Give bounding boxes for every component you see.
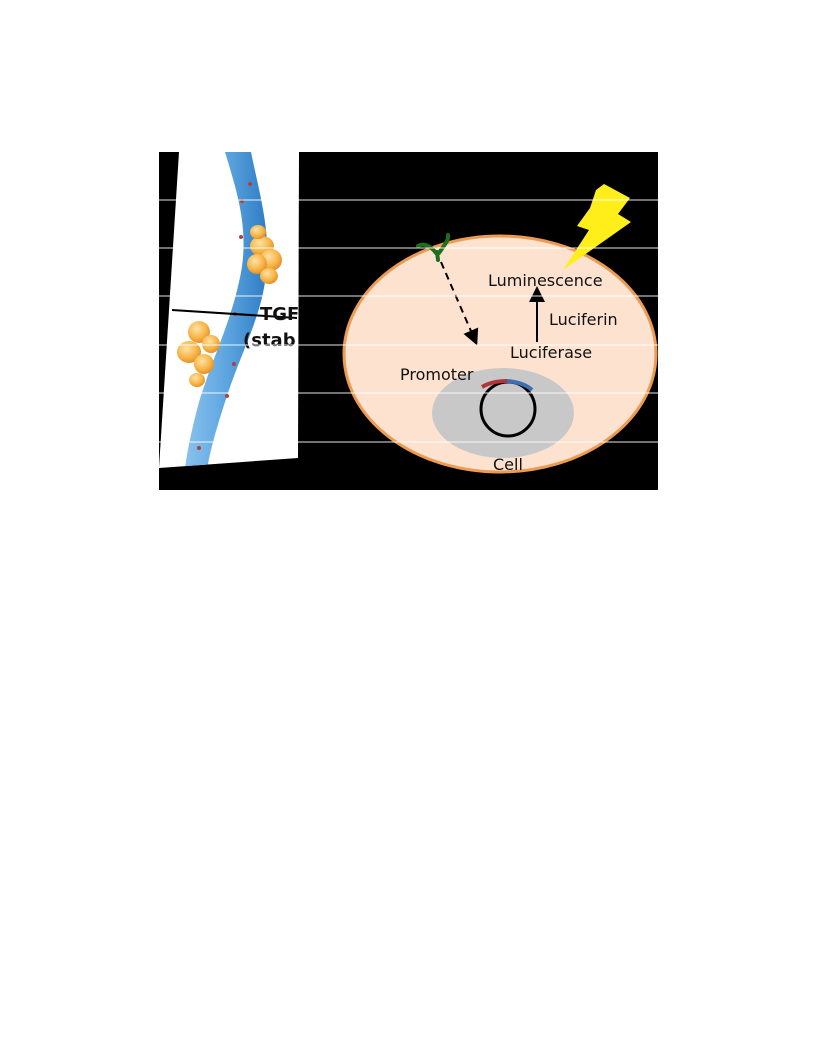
- label-luciferin: Luciferin: [549, 310, 618, 329]
- left-label-line1: TGF: [260, 304, 299, 325]
- luciferase-reporter-figure: TGF (stab Luminescence Luciferin Lucifer…: [159, 152, 658, 490]
- label-luciferase: Luciferase: [510, 343, 592, 362]
- cell-body: [342, 234, 658, 474]
- promoter-segment: [480, 378, 508, 389]
- label-luminescence: Luminescence: [488, 271, 603, 290]
- ltbp-complex-lower: [177, 321, 220, 387]
- cell-diagram: Luminescence Luciferin Luciferase Promot…: [342, 184, 658, 474]
- fibrillin-panel: TGF (stab: [159, 152, 299, 468]
- signaling-arrow: [440, 261, 479, 346]
- label-promoter: Promoter: [400, 365, 474, 384]
- label-cell: Cell: [493, 455, 523, 474]
- panel-divider: [171, 309, 298, 319]
- nucleus: [432, 368, 574, 458]
- reporter-segment: [506, 379, 534, 392]
- plasmid-icon: [479, 378, 537, 438]
- receptor-icon: [416, 233, 451, 262]
- ltbp-complex-upper: [247, 225, 282, 284]
- rule-lines: [159, 199, 658, 443]
- left-label-line2: (stab: [243, 330, 296, 351]
- microfibril-fiber: [183, 152, 268, 468]
